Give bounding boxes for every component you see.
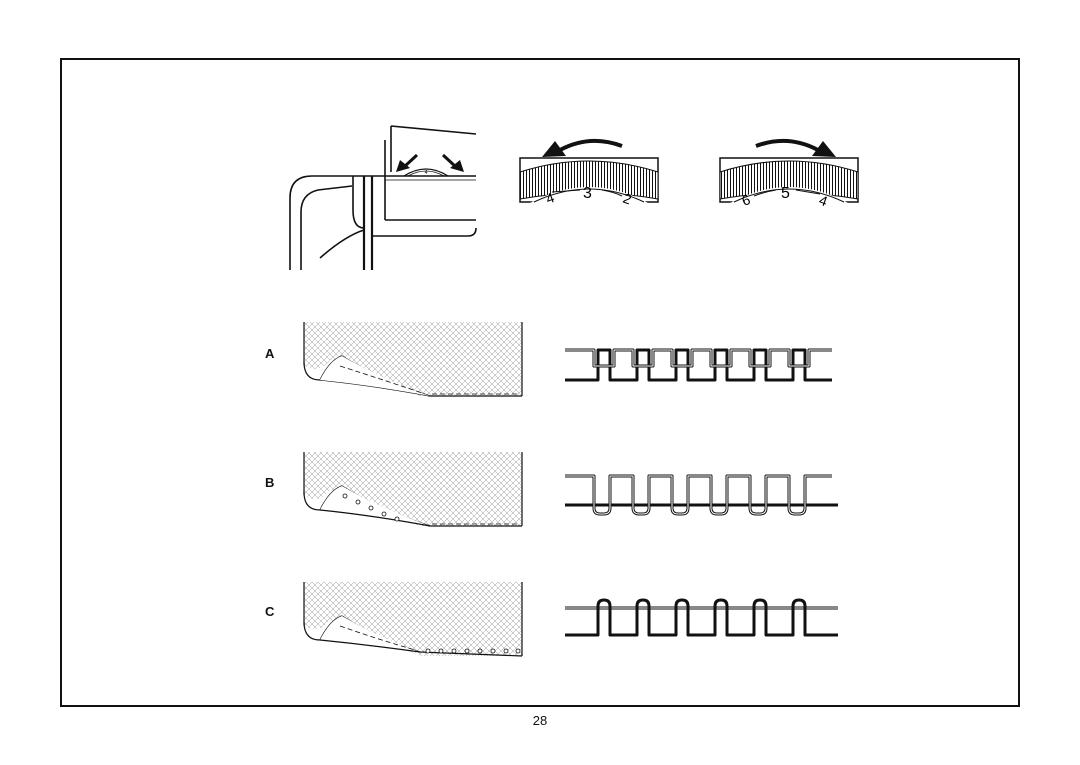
dial-left-number-3: 3 [583, 185, 592, 202]
arrow-counterclockwise-icon [542, 138, 623, 157]
row-label-a: A [265, 346, 275, 361]
stitch-diagram-a [565, 348, 832, 382]
turn-arrows-icon [396, 153, 464, 172]
page-frame [60, 58, 1020, 707]
page-number: 28 [532, 713, 548, 728]
row-label-b: B [265, 475, 275, 490]
dial-left [519, 157, 659, 204]
stitch-diagram-b [565, 474, 838, 516]
stitch-diagram-c [565, 598, 838, 637]
machine-illustration [289, 125, 477, 270]
arrow-clockwise-icon [755, 138, 836, 157]
fabric-sample-c [303, 582, 523, 657]
dial-right-number-5: 5 [781, 185, 790, 202]
machine-dial-mark: 4 [425, 170, 428, 176]
dial-right [719, 157, 859, 204]
fabric-sample-b [303, 452, 523, 527]
row-label-c: C [265, 604, 275, 619]
fabric-sample-a [303, 322, 523, 397]
